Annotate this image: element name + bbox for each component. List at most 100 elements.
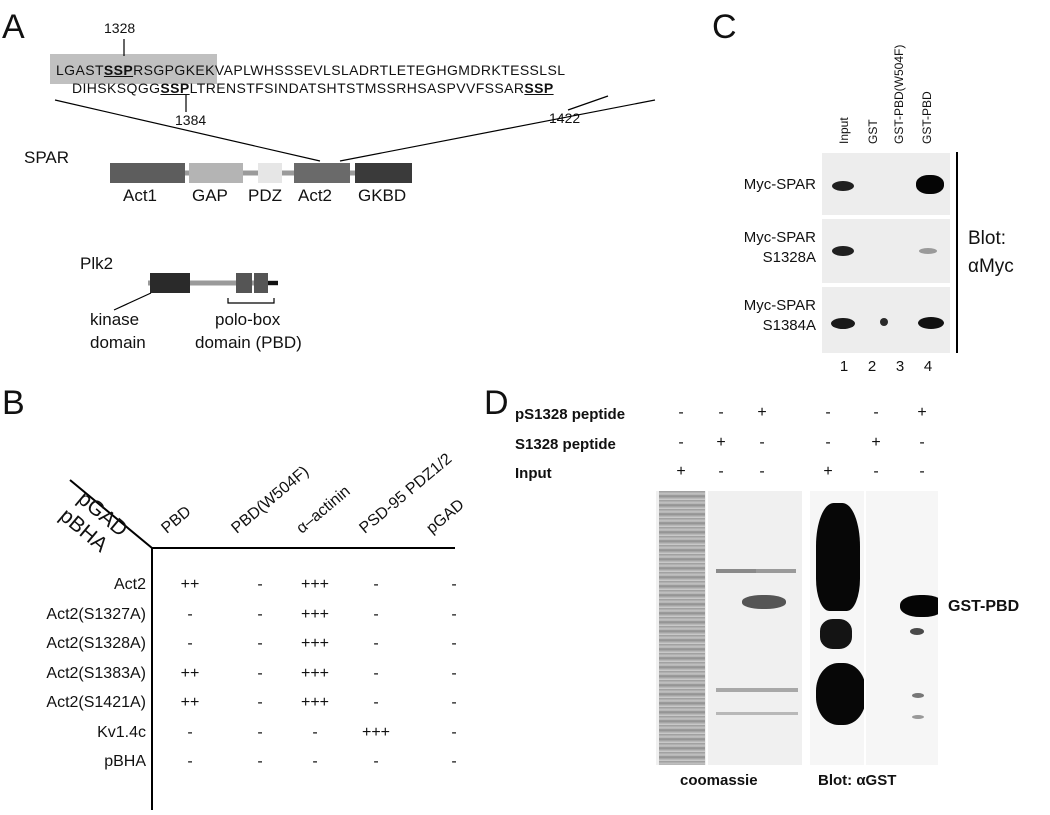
highlight-box-1328	[50, 54, 217, 84]
domain-label-act2: Act2	[298, 186, 333, 205]
blot-strip-2	[822, 219, 950, 283]
table-cell: ++	[180, 576, 200, 593]
table-row-label: pBHA	[104, 753, 146, 770]
blot-label-line2: αMyc	[968, 256, 1014, 277]
kinase-label-line2: domain	[90, 333, 146, 352]
input-lane-blot	[816, 503, 860, 611]
blot-label-line1: Blot:	[968, 228, 1007, 249]
condition-mark: -	[919, 434, 925, 451]
table-cell: +++	[300, 635, 330, 652]
band-ps1328-top	[756, 569, 796, 573]
plk2-label: Plk2	[80, 254, 114, 273]
condition-mark: +	[871, 434, 881, 451]
western-blot-gst	[810, 491, 938, 765]
condition-mark: -	[825, 434, 831, 451]
table-cell: -	[257, 753, 263, 770]
band-low-1	[716, 688, 798, 692]
sequence-line-2: DIHSKSQGGSSPLTRENSTFSINDATSHTSTMSSRHSASP…	[72, 80, 554, 96]
condition-mark: -	[919, 463, 925, 480]
table-cell: -	[257, 664, 263, 682]
plk2-polobox-1	[236, 273, 252, 293]
table-cell: ++	[180, 664, 200, 682]
input-lane-smear	[659, 491, 705, 765]
blot-strip-1	[822, 153, 950, 215]
row-label-text: Myc-SPAR	[743, 176, 816, 193]
panel-label-d: D	[484, 384, 509, 422]
seq-segment: LTRENSTFSINDATSHTSTMSSRHSASPVVFSSAR	[189, 80, 525, 96]
condition-label-input: Input	[515, 465, 552, 482]
table-cell: -	[451, 576, 457, 593]
lane-header-gst-pbd-w504f: GST-PBD(W504F)	[892, 44, 906, 144]
ssp-motif-1422: SSP	[524, 80, 554, 96]
condition-mark: +	[917, 404, 927, 421]
band-gst-pbd-blot	[900, 595, 938, 617]
table-cell: -	[257, 576, 263, 593]
gel-divider	[706, 491, 708, 765]
coomassie-gel	[656, 491, 802, 765]
table-cell: -	[187, 635, 193, 652]
table-cell: -	[451, 694, 457, 711]
table-cell: -	[373, 605, 379, 623]
table-cell: +++	[300, 664, 330, 682]
domain-label-gap: GAP	[192, 186, 228, 205]
table-row-label: Act2(S1383A)	[46, 664, 146, 682]
blot-divider	[864, 491, 866, 765]
condition-mark: -	[873, 404, 879, 421]
input-lane-blot-low	[816, 663, 866, 725]
table-cell: -	[312, 723, 318, 741]
band-gst-pbd-2	[919, 248, 937, 254]
plk2-kinase-domain	[150, 273, 190, 293]
ssp-motif-1384: SSP	[160, 80, 190, 96]
table-cell: +++	[300, 605, 330, 623]
table-cell: -	[451, 664, 457, 682]
table-cell: -	[451, 753, 457, 770]
table-cell: -	[312, 753, 318, 770]
table-cell: -	[373, 576, 379, 593]
band-blot-faint-3	[912, 715, 924, 719]
input-lane-blot-mid	[820, 619, 852, 649]
condition-mark: -	[759, 434, 765, 451]
table-cell: ++	[180, 694, 200, 711]
domain-gkbd	[355, 163, 412, 183]
table-cell: +++	[361, 723, 391, 741]
lane-number-4: 4	[923, 358, 933, 375]
condition-mark: -	[759, 463, 765, 480]
table-cell: -	[257, 694, 263, 711]
ssp-motif-1328: SSP	[103, 62, 134, 78]
seq-segment: DIHSKSQGG	[72, 80, 161, 96]
band-gst-pbd-coomassie	[742, 595, 786, 609]
gst-pbd-band-label: GST-PBD	[948, 598, 1020, 615]
band-s1328-top	[716, 569, 756, 573]
lane-header-gst: GST	[866, 119, 880, 144]
pbd-label-line2: domain (PBD)	[195, 333, 302, 352]
table-cell: -	[187, 753, 193, 770]
table-cell: -	[257, 723, 263, 741]
condition-mark: -	[678, 404, 684, 421]
panel-label-c: C	[712, 8, 737, 46]
condition-mark: -	[678, 434, 684, 451]
lane-number-3: 3	[895, 358, 905, 375]
panel-label-a: A	[2, 8, 25, 46]
condition-mark: -	[873, 463, 879, 480]
table-row-label: Kv1.4c	[97, 723, 146, 741]
domain-gap	[189, 163, 243, 183]
band-blot-faint-1	[910, 628, 924, 635]
domain-act1	[110, 163, 185, 183]
condition-mark: +	[676, 463, 686, 480]
condition-mark: +	[823, 463, 833, 480]
kinase-pointer	[113, 292, 152, 311]
zoom-line-right	[339, 99, 656, 162]
domain-label-gkbd: GKBD	[358, 186, 407, 205]
table-cell: -	[257, 635, 263, 652]
site-label-1328: 1328	[104, 20, 136, 36]
table-row-label: Act2	[113, 576, 146, 593]
band-input-1	[832, 181, 854, 191]
band-low-2	[716, 712, 798, 715]
table-row-label: Act2(S1328A)	[46, 635, 146, 652]
domain-pdz	[258, 163, 282, 183]
table-cell: +++	[300, 694, 330, 711]
condition-label-s1328: S1328 peptide	[515, 436, 616, 453]
row-label-text: Myc-SPAR	[743, 297, 816, 314]
sequence-line-1: LGASTSSPRSGPGKEKVAPLWHSSSEVLSLADRTLETEGH…	[56, 62, 565, 78]
